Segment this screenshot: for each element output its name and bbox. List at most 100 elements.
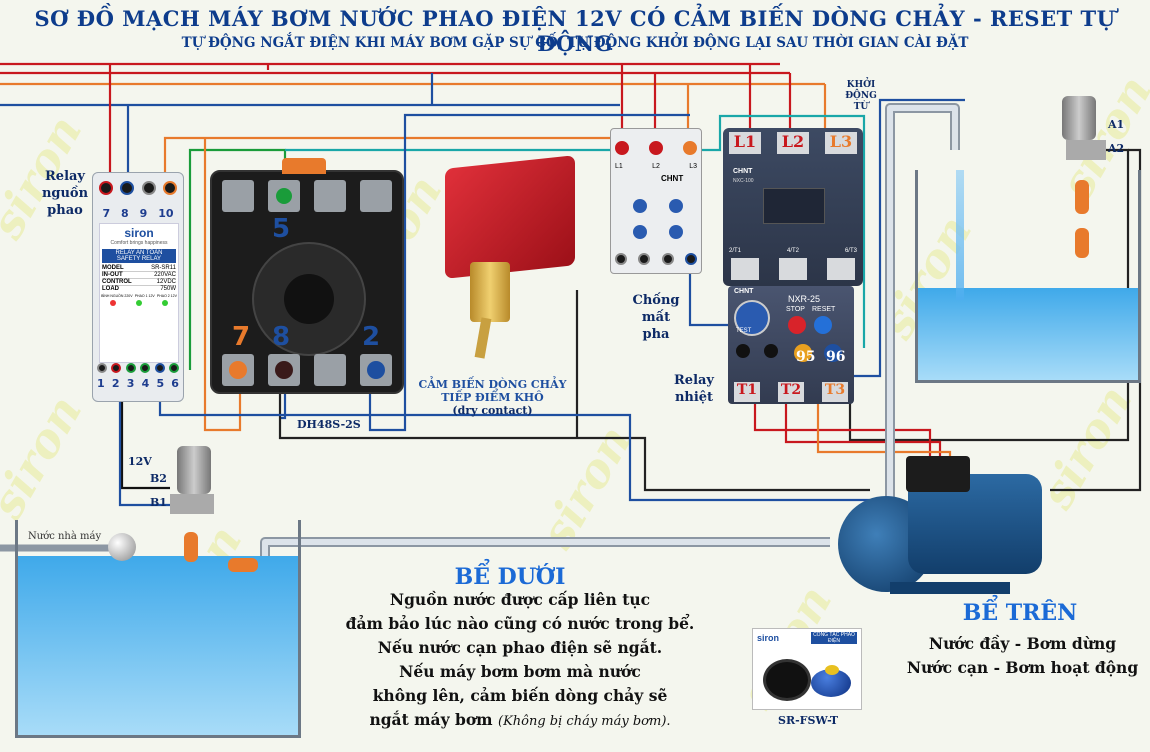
upper-tank-description: Nước đầy - Bơm dừng Nước cạn - Bơm hoạt …: [895, 632, 1150, 680]
contactor-label-line: TỪ: [853, 102, 869, 112]
description-line: không lên, cảm biến dòng chảy sẽ: [372, 686, 668, 705]
thermal-dial[interactable]: [734, 300, 770, 336]
thermal-output: T1: [734, 382, 760, 402]
led-label: BÌNH NGUỒN 220V: [101, 294, 133, 298]
terminal-number: 2: [111, 377, 120, 390]
phase-relay: L1 L2 L3 CHNT: [610, 128, 702, 274]
terminal-dot: [229, 361, 247, 379]
upper-tank: [915, 170, 1141, 383]
reset-label: RESET: [812, 306, 836, 313]
product-box-title: CÔNG TẮC PHAO ĐIỆN: [811, 632, 857, 644]
screw-terminal: [314, 354, 346, 386]
product-box: siron CÔNG TẮC PHAO ĐIỆN: [752, 628, 862, 710]
spec-key: LOAD: [102, 286, 119, 292]
knob[interactable]: [669, 225, 683, 239]
led-label: PHAO 2 12V: [156, 294, 177, 298]
flow-sensor-label-line: TIẾP ĐIỂM KHÔ: [441, 391, 544, 404]
inlet-label: Nước nhà máy: [28, 531, 102, 542]
terminal: [154, 363, 165, 373]
contactor-bottom: [731, 258, 855, 280]
screw-terminal: [268, 180, 300, 212]
lower-tank-title: BỂ DƯỚI: [454, 564, 566, 590]
relay-name: RELAY AN TOÀN: [115, 250, 163, 256]
label-12v: 12V: [128, 455, 152, 468]
float-weight: [1075, 228, 1089, 258]
relay-brand: siron: [124, 226, 154, 240]
timer-socket: 5 7 8 2: [210, 158, 404, 394]
relay-led-labels: BÌNH NGUỒN 220V PHAO 1 12V PHAO 2 12V: [100, 294, 178, 298]
terminal: [661, 253, 674, 265]
relay-top-terminals: [99, 181, 177, 195]
relay-label-line: nguồn: [41, 186, 89, 201]
knob[interactable]: [633, 199, 647, 213]
product-brand: siron: [757, 633, 780, 643]
knob[interactable]: [669, 199, 683, 213]
label-b1: B1: [150, 496, 167, 509]
phase-relay-bottom-terminals: [615, 253, 697, 265]
led-green: [162, 300, 168, 306]
socket-top-screws: [222, 180, 392, 212]
timer-socket-label: DH48S-2S: [297, 418, 361, 431]
terminal-label: L3: [689, 163, 697, 170]
float-switch-base: [1066, 140, 1106, 160]
knob[interactable]: [633, 225, 647, 239]
phase-relay-label-line: mất: [641, 310, 671, 325]
thermal-relay-label-line: Relay: [674, 373, 714, 388]
terminal: [111, 363, 122, 373]
upper-tank-water: [918, 288, 1138, 380]
contactor-window: [763, 188, 825, 224]
thermal-relay-model: NXR-25: [788, 294, 821, 304]
stop-label: STOP: [786, 306, 805, 313]
spec-value: 750W: [160, 286, 176, 292]
led-label: PHAO 1 12V: [134, 294, 155, 298]
terminal-dot: [367, 361, 385, 379]
terminal-number: 8: [121, 207, 129, 220]
thermal-relay: CHNT TEST NXR-25 STOP RESET 95 96 T1 T2 …: [728, 286, 854, 404]
float-weight: [1075, 180, 1089, 214]
screw-terminal: [731, 258, 759, 280]
terminal-dot: [276, 188, 292, 204]
contactor-terminal: L3: [825, 132, 857, 154]
spec-key: CONTROL: [102, 279, 132, 285]
terminal-number: 6: [171, 377, 179, 390]
terminal-number: 9: [139, 207, 148, 220]
terminal: [99, 181, 113, 195]
thermal-relay-label-line: nhiệt: [674, 390, 714, 405]
terminal-number: 4: [141, 377, 150, 390]
float-weight: [228, 558, 258, 572]
terminal: [649, 141, 663, 155]
thermal-output: T2: [778, 382, 804, 402]
product-cable: [763, 659, 811, 701]
water-stream: [956, 170, 964, 300]
terminal-95: 95: [796, 349, 816, 365]
safety-relay: 7 8 9 10 siron Comfort brings happiness …: [92, 172, 184, 402]
description-text: ngắt máy bơm: [369, 710, 493, 729]
nc-terminal: [824, 344, 842, 362]
product-float-cap: [825, 665, 839, 675]
terminal-label: L2: [652, 163, 660, 170]
float-switch-base: [170, 494, 214, 514]
description-note: (Không bị cháy máy bơm).: [498, 714, 671, 729]
terminal: [615, 253, 627, 265]
relay-top-numbers: 7 8 9 10: [97, 207, 179, 220]
relay-sub: SAFETY RELAY: [116, 256, 162, 262]
stop-button[interactable]: [788, 316, 806, 334]
thermal-output: T3: [822, 382, 848, 402]
relay-faceplate: siron Comfort brings happiness RELAY AN …: [99, 223, 179, 363]
thermal-relay-label: Relay nhiệt: [668, 372, 720, 406]
terminal-label: 2/T1: [729, 248, 742, 254]
product-label: SR-FSW-T: [778, 714, 839, 727]
contactor-terminal: L1: [729, 132, 761, 154]
socket-hole: [284, 274, 334, 324]
socket-number: 5: [272, 214, 291, 244]
description-line: Nước cạn - Bơm hoạt động: [906, 658, 1139, 677]
contactor-terminal: L2: [777, 132, 809, 154]
spec-value: 220VAC: [154, 272, 176, 278]
contactor: L1 L2 L3 CHNT NXC-100 2/T1 4/T2 6/T3: [723, 128, 863, 286]
reset-button[interactable]: [814, 316, 832, 334]
description-line: Nguồn nước được cấp liên tục: [389, 590, 651, 609]
socket-tab: [282, 158, 326, 174]
description-line: Nếu nước cạn phao điện sẽ ngắt.: [377, 638, 663, 657]
phase-relay-brand: CHNT: [661, 174, 684, 183]
